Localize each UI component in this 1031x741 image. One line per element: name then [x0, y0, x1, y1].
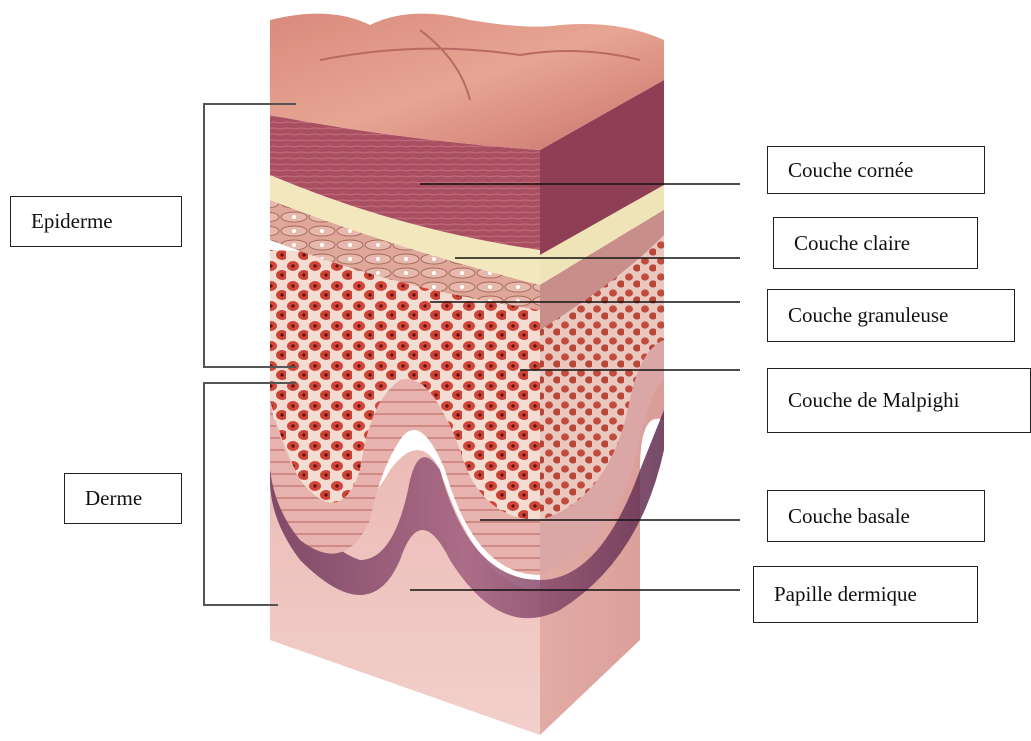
label-epiderme: Epiderme [10, 196, 182, 247]
label-derme: Derme [64, 473, 182, 524]
label-couche-granuleuse: Couche granuleuse [767, 289, 1015, 342]
label-couche-cornee: Couche cornée [767, 146, 985, 194]
label-couche-claire: Couche claire [773, 217, 978, 269]
label-couche-basale: Couche basale [767, 490, 985, 542]
label-papille-dermique: Papille dermique [753, 566, 978, 623]
label-couche-malpighi: Couche de Malpighi [767, 368, 1031, 433]
